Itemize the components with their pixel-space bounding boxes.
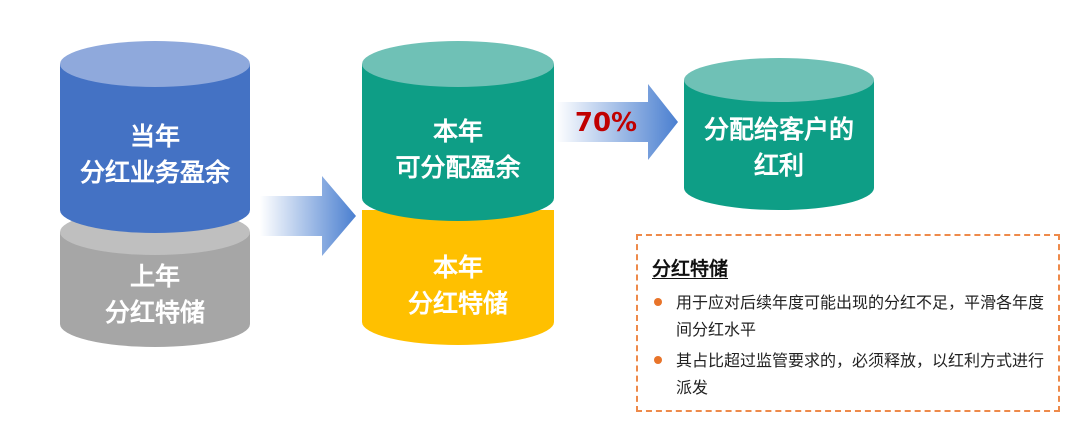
current-reserve-label-1: 本年 [433,253,483,282]
flow-arrow-2 [556,84,678,160]
cylinder-current-reserve [362,210,554,345]
bullet-dot-icon [654,298,662,306]
note-title: 分红特储 [652,258,729,280]
note-box: 分红特储 用于应对后续年度可能出现的分红不足，平滑各年度间分红水平 其占比超过监… [636,234,1060,412]
current-reserve-label-2: 分红特储 [408,289,508,318]
prev-reserve-label-2: 分红特储 [105,298,205,327]
distributable-label-1: 本年 [433,117,483,146]
current-surplus-label-2: 分红业务盈余 [80,158,231,187]
note-item: 用于应对后续年度可能出现的分红不足，平滑各年度间分红水平 [646,289,1046,343]
distributable-label-2: 可分配盈余 [395,153,521,182]
cylinder-customer-dividend [684,58,874,210]
customer-dividend-label-1: 分配给客户的 [704,115,854,144]
prev-reserve-label-1: 上年 [130,262,180,291]
bullet-dot-icon [654,356,662,364]
cylinder-distributable [362,41,554,221]
note-list: 用于应对后续年度可能出现的分红不足，平滑各年度间分红水平 其占比超过监管要求的，… [646,289,1046,401]
percent-label: 70% [575,108,637,138]
current-surplus-label-1: 当年 [130,122,180,151]
flow-arrow-1 [260,176,356,256]
customer-dividend-label-2: 红利 [754,151,804,180]
note-item: 其占比超过监管要求的，必须释放，以红利方式进行派发 [646,347,1046,401]
note-item-text: 其占比超过监管要求的，必须释放，以红利方式进行派发 [676,351,1045,397]
note-item-text: 用于应对后续年度可能出现的分红不足，平滑各年度间分红水平 [676,293,1045,339]
cylinder-current-surplus [60,41,250,233]
